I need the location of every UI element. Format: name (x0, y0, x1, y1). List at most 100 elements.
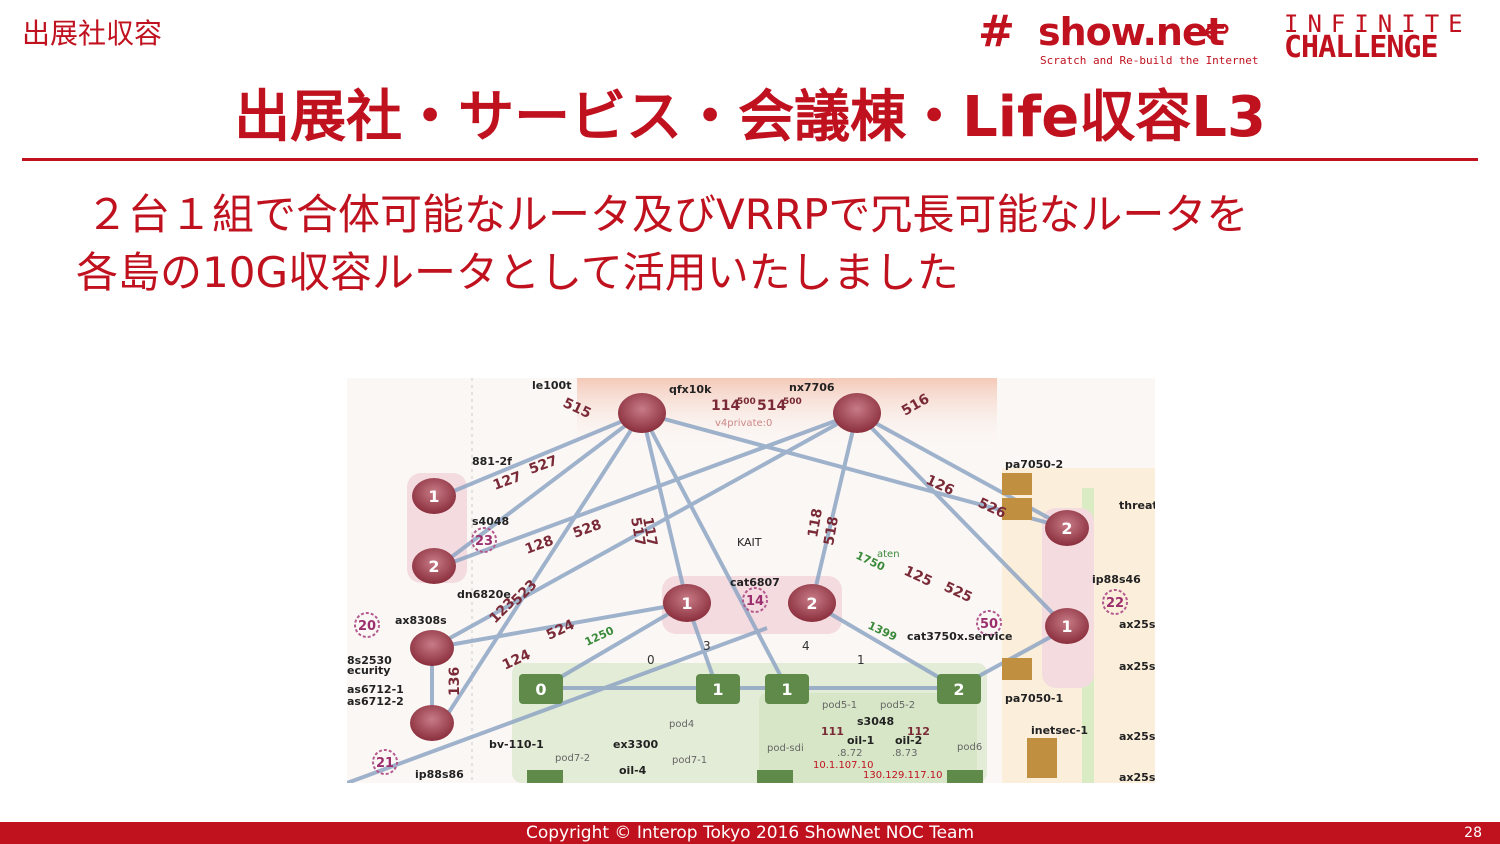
router-ax8308s (410, 630, 454, 666)
router-numbers: 1 2 1 2 1 2 (428, 487, 1072, 636)
body-line-2: 各島の10G収容ルータとして活用いたしました (76, 248, 959, 297)
router-number: 2 (806, 594, 817, 613)
device-labels: le100t qfx10k nx7706 881-2f s4048 dn6820… (347, 379, 1155, 783)
device-label: ax25s2 (1119, 618, 1155, 631)
device-label: inetsec-1 (1031, 724, 1088, 737)
firewall-group (1002, 473, 1057, 778)
switch-icon (947, 770, 983, 783)
copyright-text: Copyright © Interop Tokyo 2016 ShowNet N… (525, 823, 975, 843)
link (431, 601, 688, 650)
badge-labels: 23 14 22 20 21 50 (358, 534, 1124, 771)
zone-label: v4private:0 (715, 418, 772, 429)
body-line-1: ２台１組で合体可能なルータ及びVRRPで冗長可能なルータを (86, 190, 1249, 239)
link (431, 411, 858, 650)
link (436, 411, 858, 570)
device-label: le100t (532, 379, 571, 392)
vlan-label: 112 (907, 725, 930, 738)
corner-label: 出展社収容 (22, 17, 163, 50)
vlan-label: 114 (711, 398, 740, 414)
zone-label: pod7-1 (672, 755, 707, 766)
router-cat6807-2 (788, 584, 836, 622)
device-label: KAIT (737, 536, 762, 549)
link (640, 412, 789, 689)
firewall-icon (1002, 473, 1032, 495)
zone-label: 10.1.107.10 (813, 760, 873, 771)
network-diagram: 1 2 1 2 1 2 0 1 1 2 (347, 378, 1155, 783)
router-cat6807-1 (663, 584, 711, 622)
vlan-label: 500 (737, 397, 756, 407)
router-qfx10k-1 (618, 393, 666, 433)
vlan-label: 500 (783, 397, 802, 407)
router-number: 2 (428, 557, 439, 576)
pod-numbers: 0 3 4 1 (647, 639, 865, 667)
pod-number: 4 (802, 639, 810, 653)
router-number: 1 (681, 594, 692, 613)
zone-label: 130.129.117.10 (863, 770, 943, 781)
device-label: ip88s46 (1092, 573, 1141, 586)
router-nx7706 (833, 393, 881, 433)
zone-label: pod6 (957, 742, 982, 753)
firewall-icon (1002, 498, 1032, 520)
link (436, 411, 643, 500)
device-label: qfx10k (669, 383, 712, 396)
badge: 22 (1106, 596, 1124, 611)
router-s4048-2 (412, 548, 456, 584)
footer-bar: Copyright © Interop Tokyo 2016 ShowNet N… (0, 822, 1500, 844)
switch-number: 1 (781, 680, 792, 699)
hash-icon: # (978, 6, 1015, 57)
device-label: ecurity (347, 664, 390, 677)
title-divider (22, 158, 1478, 161)
pod-number: 3 (703, 639, 711, 653)
badge: 23 (475, 534, 493, 549)
link (440, 411, 644, 725)
zone-label: .8.72 (837, 748, 862, 759)
vlan-label: 117 (639, 516, 660, 548)
vlan-label: 118 (805, 507, 826, 539)
device-label: threat (1119, 499, 1155, 512)
badge-circles (354, 527, 1128, 775)
switch-icon (757, 770, 793, 783)
slide-body: ２台１組で合体可能なルータ及びVRRPで冗長可能なルータを 各島の10G収容ルー… (76, 186, 1476, 302)
device-label: ip88s86 (415, 768, 464, 781)
switch-number: 1 (712, 680, 723, 699)
link (855, 411, 1069, 630)
logo-tagline: Scratch and Re-build the Internet (1040, 54, 1259, 67)
vlan-label: 518 (821, 515, 842, 547)
logo-challenge: CHALLENGE (1284, 30, 1439, 65)
link (347, 626, 768, 783)
device-label: ax25s2 (1119, 730, 1155, 743)
badge: 21 (376, 756, 394, 771)
switch-number: 0 (535, 680, 546, 699)
logo-infinite: INFINITE (1284, 10, 1472, 38)
router-ip88s46-2 (1045, 510, 1089, 546)
link (810, 601, 959, 690)
switch-group (519, 674, 983, 783)
zone-label: aten (877, 549, 900, 560)
link (640, 412, 689, 604)
switch-icon (696, 674, 740, 704)
slide-title: 出展社・サービス・会議棟・Life収容L3 (234, 85, 1266, 150)
return-arrow-icon: ↩ (1202, 12, 1231, 52)
device-label: ex3300 (613, 738, 659, 751)
switch-icon (765, 674, 809, 704)
device-label: cat6807 (730, 576, 780, 589)
zone-label: pod4 (669, 719, 694, 730)
network-diagram-svg: 1 2 1 2 1 2 0 1 1 2 (347, 378, 1155, 783)
firewall-icon (1002, 658, 1032, 680)
switch-icon (527, 770, 563, 783)
zone-label: .8.73 (892, 748, 917, 759)
badge: 20 (358, 619, 376, 634)
switch-number: 2 (953, 680, 964, 699)
device-label: as6712-2 (347, 695, 404, 708)
zone-labels: v4private:0 pod4 pod5-1 pod5-2 pod-sdi p… (555, 418, 982, 781)
shownet-logo: # show.net ↩ Scratch and Re-build the In… (978, 6, 1483, 70)
vlan-label: 514 (757, 398, 786, 414)
link (810, 412, 859, 604)
switch-icon (937, 674, 981, 704)
link (540, 601, 689, 690)
device-label: as6712-1 (347, 683, 404, 696)
zone-label: pod-sdi (767, 743, 804, 754)
page-number: 28 (1464, 825, 1482, 841)
badge: 14 (746, 594, 764, 609)
router-number: 2 (1061, 519, 1072, 538)
